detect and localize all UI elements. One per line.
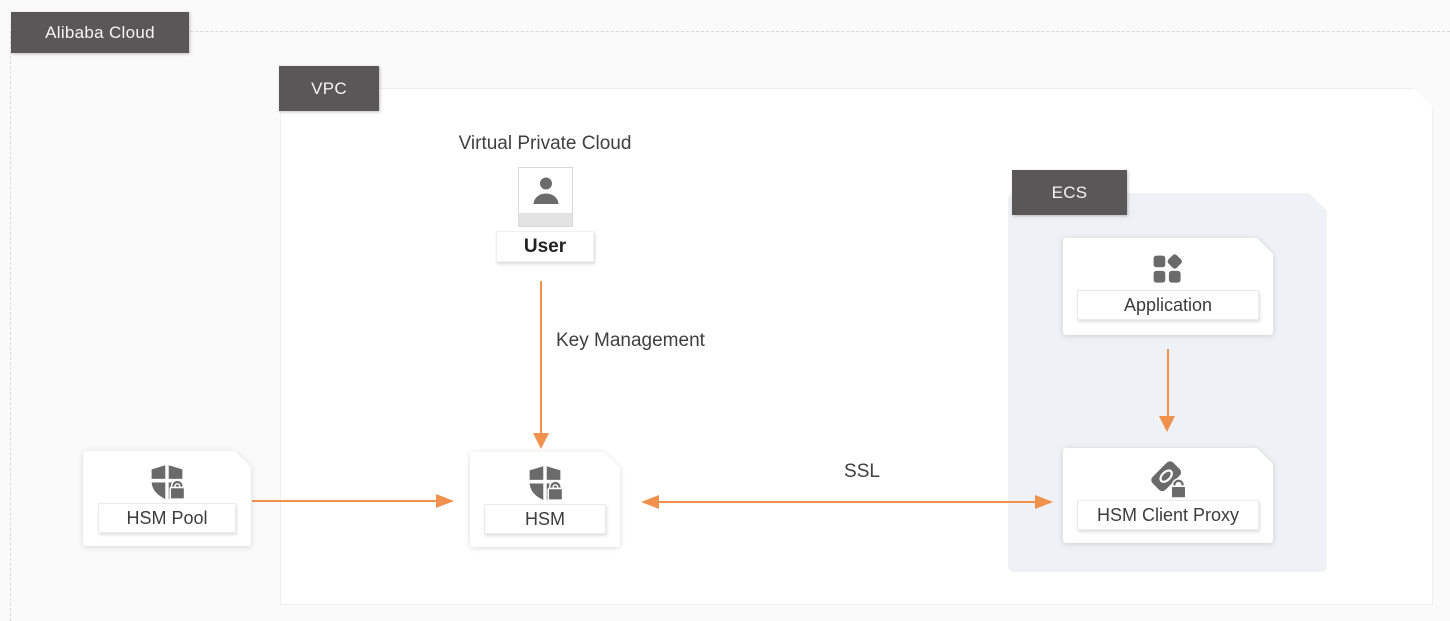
hsm-client-proxy-node: HSM Client Proxy <box>1063 448 1273 543</box>
edge-ssl-line <box>659 501 1035 503</box>
hsm-node: HSM <box>470 452 620 547</box>
edge-ssl-label: SSL <box>844 461 880 482</box>
alibaba-cloud-tag-label: Alibaba Cloud <box>45 22 155 42</box>
edge-key-management-arrowhead <box>533 433 549 449</box>
hsm-client-proxy-label: HSM Client Proxy <box>1096 505 1240 525</box>
hsm-pool-label-box: HSM Pool <box>98 503 236 533</box>
hsm-label: HSM <box>525 509 565 529</box>
edge-pool-to-hsm-arrowhead <box>436 494 454 508</box>
hsm-client-proxy-label-box: HSM Client Proxy <box>1077 500 1259 530</box>
application-label-box: Application <box>1077 290 1259 320</box>
shield-lock-icon <box>526 459 564 503</box>
edge-ssl-arrowhead-right <box>1035 495 1053 509</box>
alibaba-cloud-boundary <box>10 31 1450 621</box>
user-node <box>518 167 573 227</box>
edge-key-management-label: Key Management <box>556 330 705 351</box>
application-card: Application <box>1063 238 1273 335</box>
edge-application-to-proxy-line <box>1167 349 1169 416</box>
user-icon <box>533 177 558 204</box>
ecs-tag: ECS <box>1012 170 1127 215</box>
application-node: Application <box>1063 238 1273 335</box>
hsm-client-proxy-card: HSM Client Proxy <box>1063 448 1273 543</box>
edge-application-to-proxy-arrowhead <box>1159 416 1175 432</box>
link-lock-icon <box>1146 455 1190 499</box>
ecs-tag-label: ECS <box>1051 182 1088 202</box>
vpc-tag-label: VPC <box>311 78 347 98</box>
shield-lock-icon <box>148 458 186 502</box>
hsm-pool-node: HSM Pool <box>83 451 251 546</box>
hsm-pool-card: HSM Pool <box>83 451 251 546</box>
edge-ssl-arrowhead-left <box>641 495 659 509</box>
application-label: Application <box>1123 295 1213 315</box>
user-label: User <box>523 235 567 257</box>
vpc-title: Virtual Private Cloud <box>458 133 632 154</box>
user-node-base <box>519 213 572 226</box>
edge-pool-to-hsm-line <box>252 500 436 502</box>
user-label-box: User <box>496 231 594 262</box>
vpc-tag: VPC <box>279 66 379 111</box>
edge-key-management-line <box>540 281 542 434</box>
app-blocks-icon <box>1150 245 1186 289</box>
hsm-card: HSM <box>470 452 620 547</box>
hsm-label-box: HSM <box>484 504 606 534</box>
hsm-pool-label: HSM Pool <box>126 508 208 528</box>
alibaba-cloud-tag: Alibaba Cloud <box>11 12 189 53</box>
